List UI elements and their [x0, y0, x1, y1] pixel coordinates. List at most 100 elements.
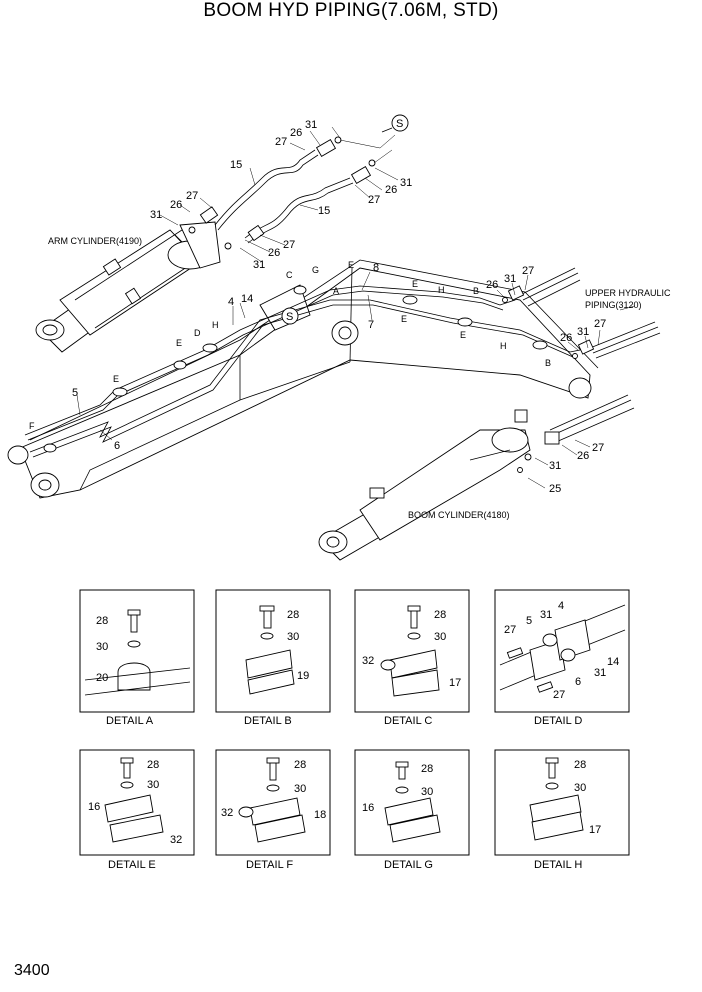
detail-c-label-1: 30: [434, 631, 446, 643]
callout-7: 7: [368, 319, 374, 331]
label-E2: E: [113, 374, 119, 384]
callout-31g: 31: [549, 460, 561, 472]
detail-d-label-7: 27: [553, 689, 565, 701]
detail-d-label-1: 5: [526, 615, 532, 627]
callout-31a: 31: [305, 119, 317, 131]
callout-26g: 26: [577, 450, 589, 462]
callout-27f: 27: [594, 318, 606, 330]
label-E1: E: [176, 338, 182, 348]
callout-31e: 31: [504, 273, 516, 285]
detail-a-label-2: 20: [96, 672, 108, 684]
callout-15a: 15: [230, 159, 242, 171]
detail-c-label-0: 28: [434, 609, 446, 621]
detail-b-label-2: 19: [297, 670, 309, 682]
detail-e-label-1: 30: [147, 779, 159, 791]
page-number: 3400: [14, 962, 50, 979]
label-D: D: [194, 328, 201, 338]
detail-f-label-1: 30: [294, 783, 306, 795]
callout-31f: 31: [577, 326, 589, 338]
callout-4: 4: [228, 296, 234, 308]
detail-f-label-2: 32: [221, 807, 233, 819]
callout-31d: 31: [253, 259, 265, 271]
callout-27g: 27: [592, 442, 604, 454]
callout-26b: 26: [385, 184, 397, 196]
callout-26d: 26: [268, 247, 280, 259]
detail-d-label-3: 4: [558, 600, 564, 612]
boom-cylinder-label: BOOM CYLINDER(4180): [408, 510, 510, 520]
label-G: G: [312, 265, 319, 275]
detail-h: 28 30 17 DETAIL H: [494, 749, 630, 871]
detail-b-caption: DETAIL B: [244, 715, 292, 727]
label-E5: E: [401, 314, 407, 324]
callout-27c: 27: [186, 190, 198, 202]
label-F: F: [29, 421, 35, 431]
upper-hydraulic-label-1: UPPER HYDRAULIC: [585, 288, 671, 298]
callout-27a: 27: [275, 136, 287, 148]
detail-h-label-2: 17: [589, 824, 601, 836]
detail-g-label-1: 30: [421, 786, 433, 798]
arm-tubes: [188, 134, 396, 250]
detail-g: 28 30 16 DETAIL G: [354, 749, 470, 871]
detail-a: 28 30 20 DETAIL A: [79, 589, 195, 727]
callout-27b: 27: [368, 194, 380, 206]
label-A: A: [333, 286, 339, 296]
detail-d-label-4: 6: [575, 676, 581, 688]
detail-g-label-2: 16: [362, 802, 374, 814]
callout-27e: 27: [522, 265, 534, 277]
callout-6: 6: [114, 440, 120, 452]
detail-b: 28 30 19 DETAIL B: [215, 589, 331, 727]
detail-h-label-0: 28: [574, 759, 586, 771]
upper-fittings: [502, 267, 661, 359]
label-H2: H: [438, 285, 445, 295]
detail-e-caption: DETAIL E: [108, 859, 156, 871]
callouts: 27 26 31 15 31 26 27 15 27 26 31 26 27 3…: [29, 119, 671, 520]
s-marker-top-text: S: [396, 118, 403, 130]
label-H3: H: [500, 341, 507, 351]
detail-d-label-6: 31: [594, 667, 606, 679]
detail-e-label-2: 16: [88, 801, 100, 813]
callout-8: 8: [373, 262, 379, 274]
detail-b-label-0: 28: [287, 609, 299, 621]
callout-5: 5: [72, 387, 78, 399]
detail-f-caption: DETAIL F: [246, 859, 293, 871]
detail-f: 28 30 32 18 DETAIL F: [215, 749, 331, 871]
detail-e-label-3: 32: [170, 834, 182, 846]
boom-cylinder: [318, 394, 635, 561]
detail-a-label-1: 30: [96, 641, 108, 653]
detail-h-label-1: 30: [574, 782, 586, 794]
label-B2: B: [545, 358, 551, 368]
s-marker-top: S: [381, 114, 409, 133]
s-marker-boom-text: S: [286, 311, 293, 323]
detail-h-caption: DETAIL H: [534, 859, 582, 871]
detail-g-label-0: 28: [421, 763, 433, 775]
detail-c-caption: DETAIL C: [384, 715, 432, 727]
page-title: BOOM HYD PIPING(7.06M, STD): [203, 0, 499, 21]
detail-c-label-3: 17: [449, 677, 461, 689]
label-E4: E: [412, 279, 418, 289]
detail-e: 28 30 16 32 DETAIL E: [79, 749, 195, 871]
detail-g-caption: DETAIL G: [384, 859, 433, 871]
callout-15b: 15: [318, 205, 330, 217]
detail-d-caption: DETAIL D: [534, 715, 582, 727]
callout-31c: 31: [150, 209, 162, 221]
leader-lines: [76, 126, 601, 489]
detail-d-label-5: 14: [607, 656, 619, 668]
label-H1: H: [212, 320, 219, 330]
detail-e-label-0: 28: [147, 759, 159, 771]
upper-hydraulic-label-2: PIPING(3120): [585, 300, 642, 310]
label-C: C: [286, 270, 293, 280]
detail-f-label-3: 18: [314, 809, 326, 821]
callout-26f: 26: [560, 332, 572, 344]
label-E3: E: [348, 260, 354, 270]
detail-b-label-1: 30: [287, 631, 299, 643]
boom-structure: [7, 259, 599, 499]
arm-cylinder: [35, 221, 221, 353]
callout-14: 14: [241, 293, 253, 305]
callout-31b: 31: [400, 177, 412, 189]
detail-a-caption: DETAIL A: [106, 715, 154, 727]
detail-c-label-2: 32: [362, 655, 374, 667]
label-E6: E: [460, 330, 466, 340]
detail-a-label-0: 28: [96, 615, 108, 627]
arm-cylinder-label: ARM CYLINDER(4190): [48, 236, 142, 246]
